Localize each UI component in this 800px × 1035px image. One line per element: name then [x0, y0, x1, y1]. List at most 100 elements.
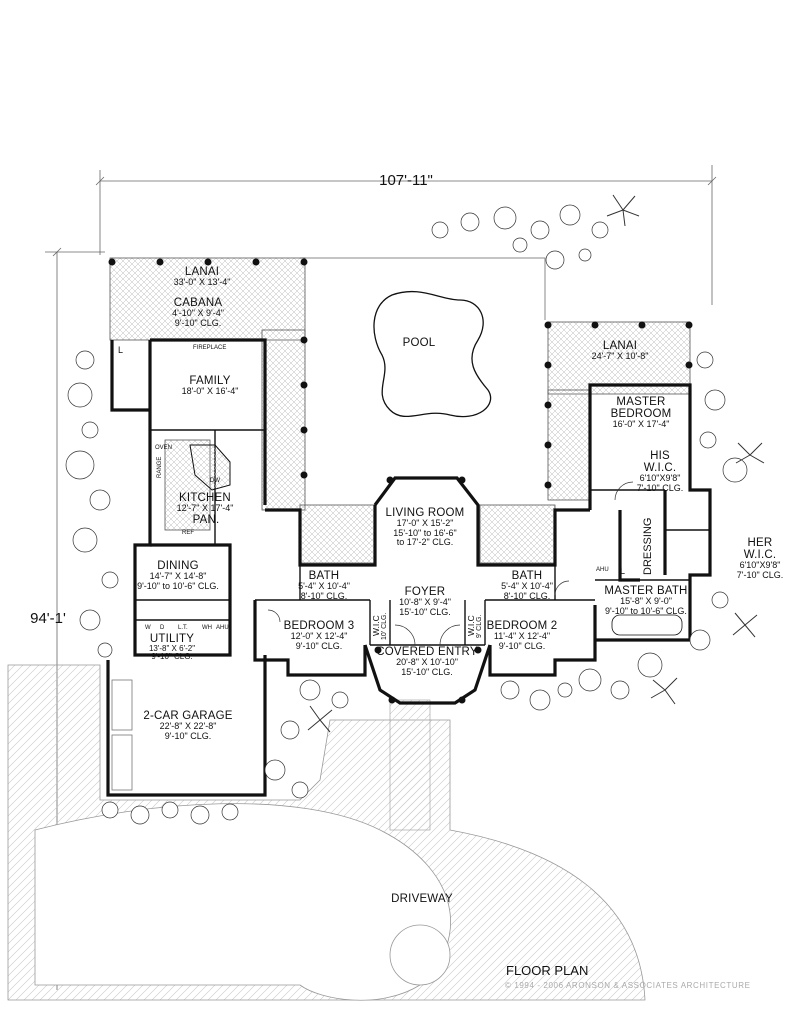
ahu-label-master: AHU — [596, 567, 609, 573]
room-name: KITCHEN — [179, 492, 231, 504]
room-name: UTILITY — [149, 633, 195, 645]
room-name: HIS — [650, 450, 670, 462]
courtyard-left-floor — [299, 504, 376, 564]
lanai-side-floor — [261, 329, 306, 511]
room-name: PAN. — [192, 514, 220, 526]
room-name-2: BEDROOM — [610, 408, 672, 421]
door-swings — [267, 481, 634, 646]
room-bath-right: BATH 5'-4" X 10'-4" 8'-10" CLG. — [501, 570, 553, 601]
room-dims: 18'-0" X 16'-4" — [181, 386, 239, 397]
room-ceiling: 9'-10" CLG. — [498, 640, 546, 651]
room-ceiling: 8'-10" CLG. — [300, 590, 348, 601]
room-garage: 2-CAR GARAGE 22'-8" X 22'-8" 9'-10" CLG. — [143, 710, 232, 741]
lavatory-label-cabana: L — [118, 345, 124, 355]
room-name: 2-CAR GARAGE — [143, 710, 233, 722]
room-pool: POOL — [403, 337, 436, 349]
room-name: FOYER — [404, 586, 446, 598]
room-name-2: W.I.C. — [643, 462, 677, 475]
room-bath-left: BATH 5'-4" X 10'-4" 8'-10" CLG. — [298, 570, 350, 601]
wic-right-ceiling: 9' CLG. — [476, 614, 483, 638]
exterior-walls — [106, 338, 712, 797]
room-ceiling: 9'-10" to 10'-6" CLG. — [137, 580, 219, 591]
wic-left-label: W.I.C — [371, 615, 381, 636]
overall-depth-label: 94'-1' — [30, 610, 66, 627]
fireplace-label: FIREPLACE — [193, 345, 227, 351]
room-dims: 5'-4" X 10'-4" — [298, 581, 350, 592]
kitchen-tile-floor — [164, 439, 211, 531]
room-driveway: DRIVEWAY — [391, 893, 453, 905]
room-dims: 12'-7" X 17'-4" — [176, 503, 234, 514]
room-ceiling: 15'-10" to 16'-6" — [393, 527, 457, 538]
room-dims: 22'-8" X 22'-8" — [159, 721, 217, 732]
room-ceiling: 9'-10" CLG. — [151, 652, 193, 662]
ahu-label-utility: AHU — [216, 625, 229, 631]
room-dining: DINING 14'-7" X 14'-8" 9'-10" to 10'-6" … — [137, 560, 219, 591]
room-master-bath: MASTER BATH 15'-8" X 9'-0" 9'-10" to 10'… — [604, 585, 687, 616]
room-bedroom2: BEDROOM 2 11'-4" X 12'-4" 9'-10" CLG. — [487, 620, 558, 651]
room-ceiling: 7'-10" CLG. — [736, 569, 784, 580]
room-name: FAMILY — [189, 375, 231, 387]
kitchen-island — [189, 444, 231, 491]
room-dims: 4'-10" X 9'-4" — [172, 308, 224, 319]
room-dims: 14'-7" X 14'-8" — [149, 571, 207, 582]
room-name: DINING — [157, 560, 199, 572]
room-name: BEDROOM 3 — [283, 620, 355, 632]
room-dims: 10'-8" X 9'-4" — [399, 597, 451, 608]
washer-label: W — [145, 625, 151, 631]
dw-label: DW — [210, 478, 220, 484]
room-dims: 12'-0" X 12'-4" — [290, 631, 348, 642]
pool-shape — [373, 290, 492, 418]
overall-width-label: 107'-11" — [379, 172, 433, 189]
room-dims: 5'-4" X 10'-4" — [501, 581, 553, 592]
floor-plan-title: FLOOR PLAN — [506, 963, 589, 978]
palm-trees — [307, 194, 765, 733]
garage-doors — [111, 679, 133, 791]
room-lanai-left: LANAI 33'-0" X 13'-4" — [174, 266, 231, 288]
room-covered-entry: COVERED ENTRY 20'-8" X 10'-10" 15'-10" C… — [376, 646, 477, 677]
room-ceiling: 8'-10" CLG. — [503, 590, 551, 601]
room-ceiling: 9'-10" CLG. — [174, 317, 222, 328]
room-dims: 6'10"X9'8" — [639, 473, 681, 484]
room-lanai-right: LANAI 24'-7" X 10'-8" — [592, 340, 649, 362]
room-bedroom3: BEDROOM 3 12'-0" X 12'-4" 9'-10" CLG. — [284, 620, 355, 651]
room-ceiling: 7'-10" CLG. — [636, 482, 684, 493]
entry-walkway — [389, 699, 431, 831]
lanai-left-floor — [109, 257, 306, 341]
room-pantry: PAN. — [193, 514, 220, 526]
water-heater-label: WH — [202, 625, 212, 631]
room-name: CABANA — [173, 297, 223, 309]
laundry-tub-label: L.T. — [178, 625, 188, 631]
courtyard-right-floor — [479, 504, 556, 564]
landscaping-plants — [65, 204, 748, 825]
room-his-wic: HIS W.I.C. 6'10"X9'8" 7'-10" CLG. — [637, 450, 683, 493]
room-name: COVERED ENTRY — [376, 646, 478, 658]
room-name: LIVING ROOM — [385, 507, 465, 519]
room-name: BATH — [308, 570, 340, 582]
room-ceiling: 15'-10" CLG. — [401, 666, 453, 677]
ref-label: REF — [182, 530, 194, 536]
room-name: MASTER BATH — [604, 585, 688, 597]
range-label: RANGE — [157, 456, 163, 478]
room-cabana: CABANA 4'-10" X 9'-4" 9'-10" CLG. — [172, 297, 224, 328]
room-living: LIVING ROOM 17'-0" X 15'-2" 15'-10" to 1… — [386, 507, 465, 547]
room-ceiling-2: to 17'-2" CLG. — [396, 536, 454, 547]
room-name: BEDROOM 2 — [486, 620, 558, 632]
room-kitchen: KITCHEN 12'-7" X 17'-4" — [177, 492, 234, 514]
room-utility: UTILITY 13'-8" X 6'-2" 9'-10" CLG. — [149, 633, 195, 662]
room-name: LANAI — [184, 266, 220, 278]
master-bath-tub — [611, 614, 683, 636]
wic-left-ceiling: 10' CLG. — [381, 612, 388, 640]
room-dims: 6'10"X9'8" — [739, 560, 781, 571]
room-dims: 13'-8" X 6'-2" — [148, 644, 196, 654]
pool-deck-boundary — [300, 257, 546, 320]
room-ceiling: 9'-10" to 10'-6" CLG. — [605, 605, 687, 616]
room-name: MASTER — [616, 396, 666, 408]
room-dims: 33'-0" X 13'-4" — [173, 277, 231, 288]
room-her-wic: HER W.I.C. 6'10"X9'8" 7'-10" CLG. — [737, 537, 783, 580]
width-dimension-line — [95, 165, 717, 305]
room-name: DRIVEWAY — [391, 893, 453, 905]
room-dims: 17'-0" X 15'-2" — [396, 518, 454, 529]
driveway-inner-curve — [34, 803, 451, 1001]
lanai-right-side-floor — [547, 389, 591, 501]
